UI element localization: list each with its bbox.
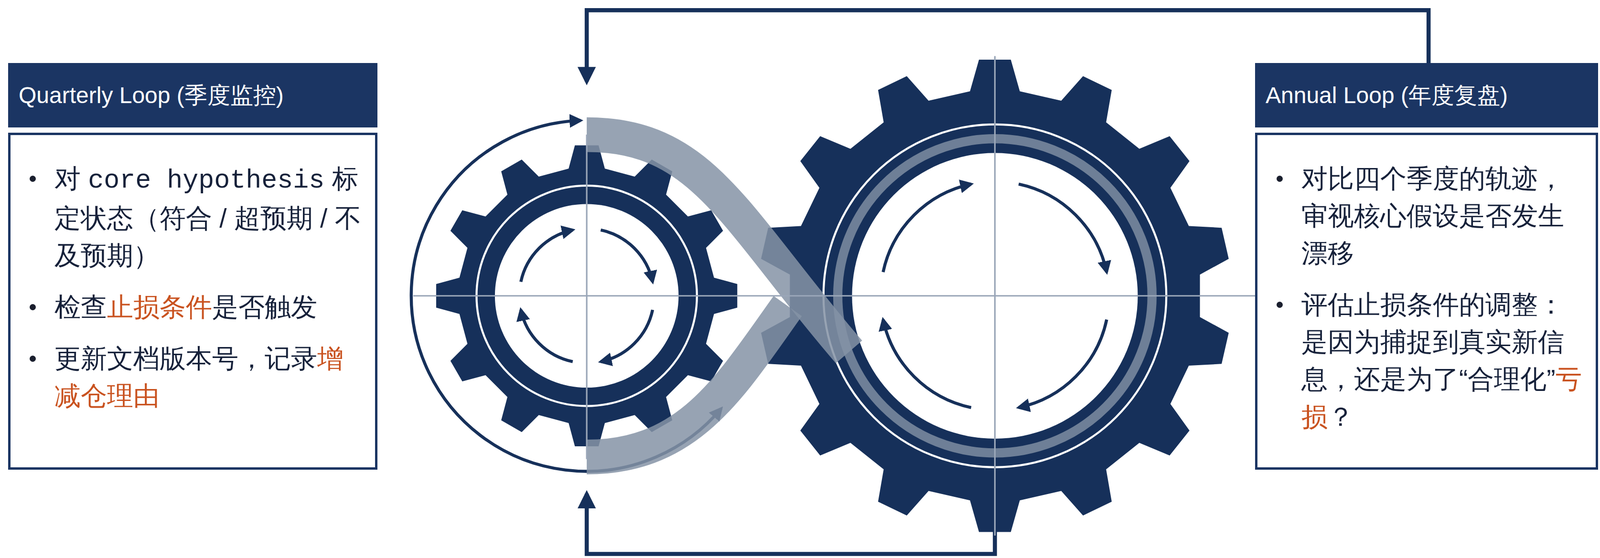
bullet-text: 评估止损条件的调整：是因为捕捉到真实新信息，还是为了“合理化”亏损？	[1301, 286, 1583, 436]
axis-line	[413, 295, 1256, 297]
flow-band	[586, 134, 849, 353]
rotation-arrow	[520, 230, 573, 283]
panel-header: Quarterly Loop (季度监控)	[8, 63, 378, 128]
axis-line	[994, 56, 996, 537]
loop-panel: Quarterly Loop (季度监控)对 core hypothesis 标…	[8, 63, 378, 471]
bullet-dot	[29, 304, 36, 311]
bullet-item: 检查止损条件是否触发	[54, 288, 362, 326]
rotation-arrow	[882, 320, 971, 409]
panel-header: Annual Loop (年度复盘)	[1255, 63, 1599, 128]
rotation-arrow	[600, 310, 653, 363]
rotation-arrow	[882, 184, 971, 273]
rotation-arrow	[1018, 320, 1107, 409]
flow-band	[586, 306, 788, 458]
rotation-arrow	[520, 310, 573, 363]
bullet-item: 评估止损条件的调整：是因为捕捉到真实新信息，还是为了“合理化”亏损？	[1301, 286, 1583, 436]
bullet-dot	[29, 175, 36, 183]
rotation-arrow	[1018, 184, 1107, 273]
bullet-item: 更新文档版本号，记录增减仓理由	[54, 340, 362, 415]
bullet-dot	[1276, 301, 1283, 309]
rotation-arrow	[600, 230, 653, 283]
bullet-text: 检查止损条件是否触发	[54, 288, 362, 326]
bullet-text: 更新文档版本号，记录增减仓理由	[54, 340, 362, 415]
bullet-dot	[1276, 175, 1283, 183]
feedback-line	[586, 493, 995, 555]
axis-line	[586, 134, 588, 460]
panel-body: 对 core hypothesis 标定状态（符合 / 超预期 / 不及预期） 检…	[8, 132, 378, 471]
bullet-item: 对 core hypothesis 标定状态（符合 / 超预期 / 不及预期）	[54, 160, 362, 275]
bullet-text: 对比四个季度的轨迹，审视核心假设是否发生漂移	[1301, 160, 1583, 272]
bullet-dot	[29, 355, 36, 363]
loop-panel: Annual Loop (年度复盘)对比四个季度的轨迹，审视核心假设是否发生漂移…	[1255, 63, 1599, 471]
bullet-text: 对 core hypothesis 标定状态（符合 / 超预期 / 不及预期）	[54, 160, 362, 275]
bullet-item: 对比四个季度的轨迹，审视核心假设是否发生漂移	[1301, 160, 1583, 272]
panel-body: 对比四个季度的轨迹，审视核心假设是否发生漂移评估止损条件的调整：是因为捕捉到真实…	[1255, 132, 1599, 471]
